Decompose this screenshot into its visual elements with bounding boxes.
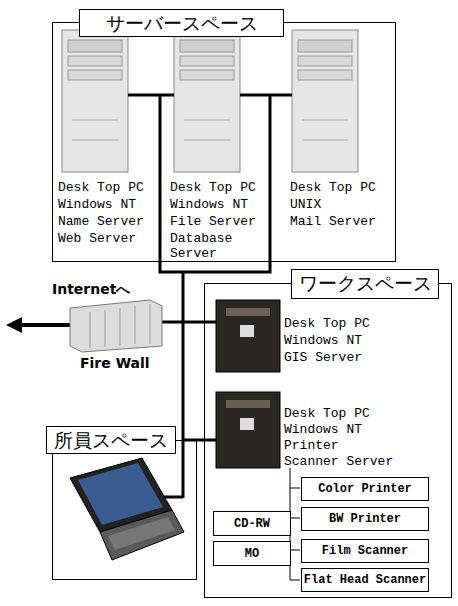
space-title: ワークスペース: [291, 269, 439, 299]
machine-spec: Windows NT: [170, 197, 248, 212]
space-title: サーバースペース: [79, 9, 284, 37]
device-box: CD-RW: [213, 511, 291, 536]
device-name: BW Printer: [329, 512, 401, 526]
machine-spec: File Server: [170, 214, 256, 229]
server-tower: [62, 30, 128, 172]
machine-spec: Web Server: [58, 231, 136, 246]
workstation: [216, 392, 280, 468]
internet-arrow: [6, 317, 72, 333]
device-box: BW Printer: [301, 507, 429, 531]
device-name: CD-RW: [234, 517, 270, 531]
machine-spec: UNIX: [290, 197, 321, 212]
laptop: [70, 458, 184, 560]
machine-spec: Mail Server: [290, 214, 376, 229]
device-label: Fire Wall: [80, 356, 150, 371]
server-tower: [174, 30, 240, 172]
firewall-device: [70, 300, 162, 352]
machine-spec: Scanner Server: [284, 454, 393, 469]
device-name: Film Scanner: [322, 544, 408, 558]
device-box: MO: [213, 541, 291, 566]
machine-spec: Windows NT: [284, 333, 362, 348]
device-box: Flat Head Scanner: [301, 568, 429, 592]
server-tower: [292, 30, 358, 172]
machine-spec: GIS Server: [284, 350, 362, 365]
device-name: MO: [245, 547, 259, 561]
machine-spec: Windows NT: [284, 422, 362, 437]
machine-spec: Desk Top PC: [290, 180, 376, 195]
machine-spec: Desk Top PC: [170, 180, 256, 195]
machine-spec: Database: [170, 231, 232, 246]
machine-spec: Desk Top PC: [284, 316, 370, 331]
machine-spec: Server: [170, 246, 217, 261]
machine-spec: Desk Top PC: [284, 406, 370, 421]
space-area: 所員スペース: [52, 440, 197, 580]
workstation: [216, 300, 280, 372]
machine-spec: Windows NT: [58, 197, 136, 212]
machine-spec: Name Server: [58, 214, 144, 229]
space-title: 所員スペース: [46, 426, 176, 454]
machine-spec: Desk Top PC: [58, 180, 144, 195]
device-label: Internetへ: [52, 282, 130, 297]
device-box: Film Scanner: [301, 539, 429, 563]
device-bracket: [290, 468, 300, 580]
device-name: Flat Head Scanner: [304, 573, 426, 587]
device-box: Color Printer: [301, 477, 429, 501]
device-name: Color Printer: [318, 482, 412, 496]
machine-spec: Printer: [284, 438, 339, 453]
